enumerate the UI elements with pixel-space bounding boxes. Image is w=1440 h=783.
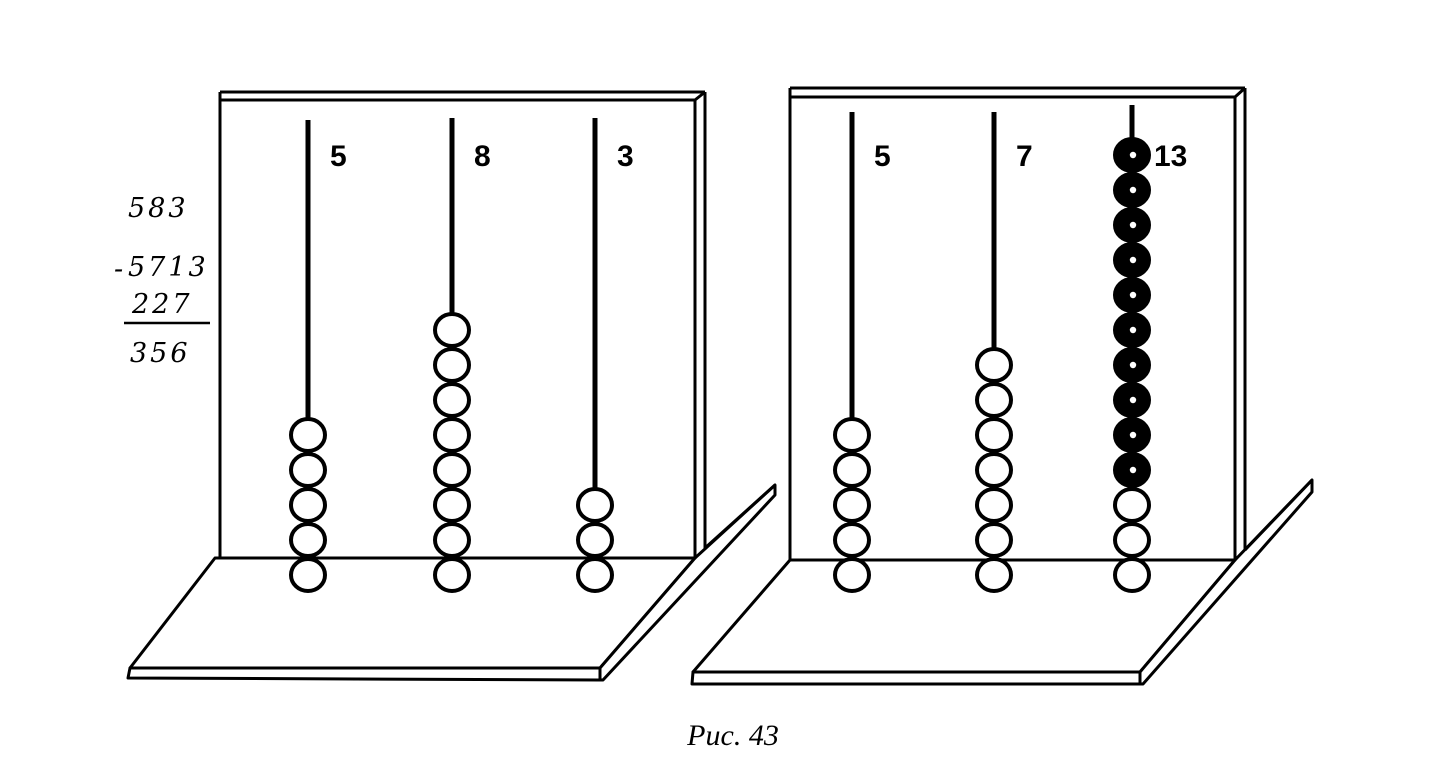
bead-white: [289, 487, 327, 523]
bead-highlight: [1129, 466, 1137, 474]
bead-white: [975, 382, 1013, 418]
example-result: 356: [130, 338, 191, 369]
bead-white: [289, 417, 327, 453]
bead-white: [433, 452, 471, 488]
abacus-right-rod-2: 7: [975, 112, 1033, 593]
bead-white: [975, 522, 1013, 558]
bead-white: [1113, 557, 1151, 593]
abacus-right-rod-1: 5: [833, 112, 891, 593]
bead-white: [1113, 522, 1151, 558]
bead-white: [975, 417, 1013, 453]
abacus-left-rod-2: 8: [433, 118, 491, 593]
bead-highlight: [1129, 396, 1137, 404]
bead-highlight: [1129, 431, 1137, 439]
bead-white: [576, 487, 614, 523]
figure-caption: Рис. 43: [686, 719, 779, 752]
bead-white: [433, 417, 471, 453]
abacus-left-rod-3: 3: [576, 118, 634, 593]
rod-label: 5: [330, 140, 347, 173]
bead-white: [975, 487, 1013, 523]
bead-white: [1113, 487, 1151, 523]
bead-white: [433, 557, 471, 593]
rod-label: 7: [1016, 140, 1033, 173]
bead-white: [433, 347, 471, 383]
example-subtrahend: 227: [131, 289, 193, 320]
abacus-left-rod-1: 5: [289, 120, 347, 593]
bead-white: [975, 452, 1013, 488]
rod-label: 13: [1154, 140, 1187, 173]
bead-white: [433, 487, 471, 523]
abacus-right-base-front: [690, 670, 1142, 686]
bead-highlight: [1129, 186, 1137, 194]
rod-label: 8: [474, 140, 491, 173]
example-minus-sign: -: [114, 254, 126, 285]
bead-white: [289, 522, 327, 558]
bead-white: [289, 557, 327, 593]
example-minuend: 583: [128, 193, 189, 224]
bead-white: [975, 347, 1013, 383]
bead-white: [433, 312, 471, 348]
rods-layer: 5 8 3 5 7 13: [289, 105, 1187, 593]
bead-highlight: [1129, 291, 1137, 299]
bead-white: [833, 522, 871, 558]
worked-example: 583 - 5713 227 356: [114, 193, 210, 369]
bead-highlight: [1129, 151, 1137, 159]
bead-highlight: [1129, 326, 1137, 334]
bead-white: [833, 557, 871, 593]
abacus-left-base-front: [126, 666, 602, 682]
bead-white: [833, 452, 871, 488]
bead-highlight: [1129, 361, 1137, 369]
abacus-right-rod-3: 13: [1113, 105, 1187, 593]
bead-white: [576, 522, 614, 558]
bead-white: [975, 557, 1013, 593]
bead-white: [289, 452, 327, 488]
bead-white: [433, 522, 471, 558]
example-regrouped: 5713: [128, 252, 209, 283]
bead-highlight: [1129, 221, 1137, 229]
bead-white: [576, 557, 614, 593]
bead-highlight: [1129, 256, 1137, 264]
rod-label: 3: [617, 140, 634, 173]
rod-label: 5: [874, 140, 891, 173]
bead-white: [833, 487, 871, 523]
bead-white: [833, 417, 871, 453]
bead-white: [433, 382, 471, 418]
